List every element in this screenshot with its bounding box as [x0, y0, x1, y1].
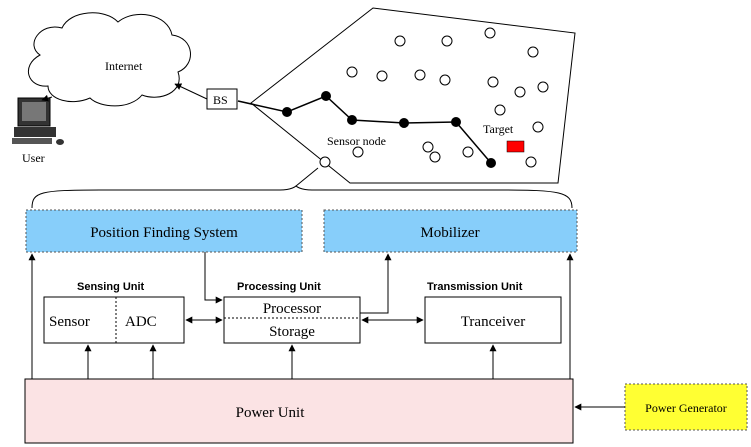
processing-unit-box	[223, 296, 361, 344]
connection-arrows	[28, 252, 625, 411]
position-finding-label: Position Finding System	[90, 225, 238, 241]
sensing-unit-title: Sensing Unit	[77, 281, 145, 293]
processing-unit-title: Processing Unit	[237, 281, 321, 293]
idle-nodes	[346, 27, 549, 168]
zoomed-sensor-node	[319, 156, 331, 168]
active-nodes	[282, 91, 496, 168]
mobilizer-label: Mobilizer	[420, 225, 479, 241]
transceiver-label: Tranceiver	[461, 314, 525, 330]
processor-label: Processor	[263, 301, 321, 317]
cloud-user-arrow	[41, 94, 53, 102]
target-marker	[506, 140, 525, 153]
target-label: Target	[483, 122, 514, 136]
sensor-field	[250, 7, 576, 184]
computer-icon	[12, 97, 64, 145]
internet-label: Internet	[105, 59, 143, 73]
power-unit-label: Power Unit	[236, 405, 306, 421]
sensor-label: Sensor	[49, 314, 90, 330]
bs-label: BS	[213, 93, 228, 107]
transmission-unit-box	[424, 296, 562, 344]
user-label: User	[22, 151, 45, 165]
mobilizer-box	[323, 209, 578, 253]
position-finding-box	[25, 209, 303, 253]
sensor-node-label: Sensor node	[327, 134, 386, 148]
internet-cloud	[28, 12, 191, 107]
bs-internet-arrow	[174, 83, 208, 100]
transmission-unit-title: Transmission Unit	[427, 281, 523, 293]
storage-label: Storage	[269, 324, 315, 340]
zoom-pointer-line	[295, 167, 319, 187]
sensing-unit-box	[43, 296, 185, 344]
brace	[31, 185, 573, 209]
power-generator-label: Power Generator	[645, 401, 727, 415]
adc-label: ADC	[125, 314, 157, 330]
power-unit-box	[24, 378, 574, 444]
power-generator-box	[624, 383, 748, 431]
